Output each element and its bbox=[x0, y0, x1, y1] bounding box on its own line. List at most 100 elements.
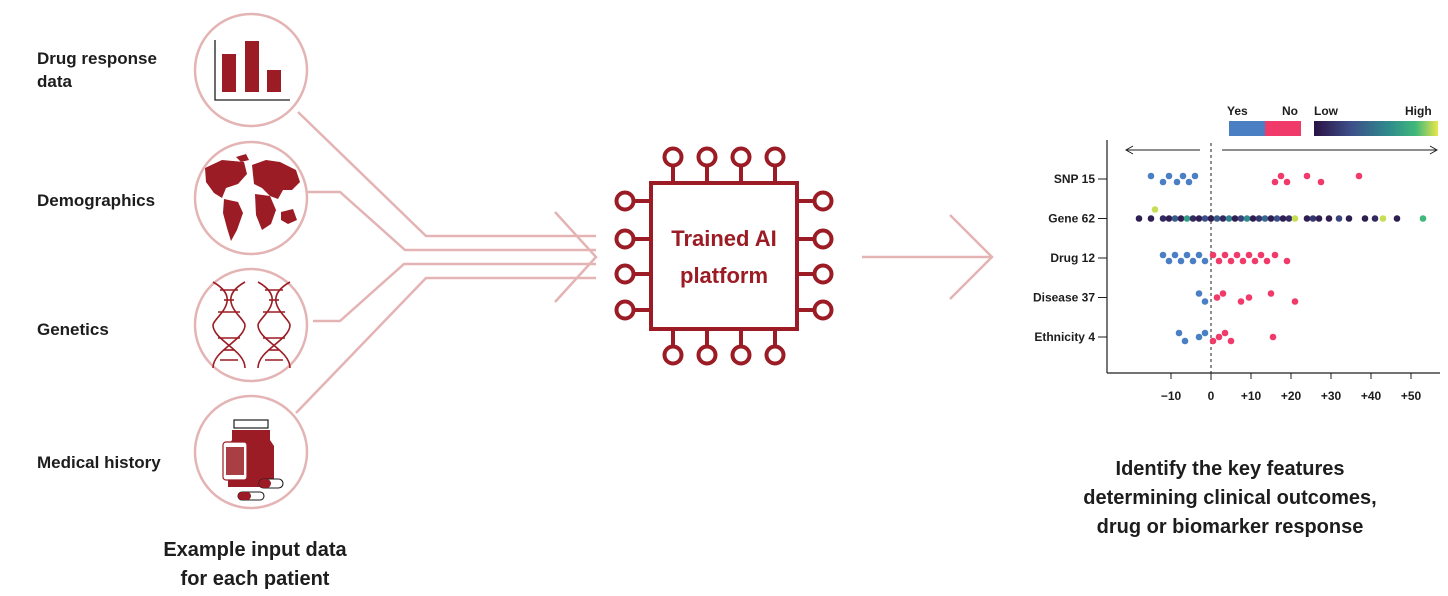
data-point bbox=[1371, 215, 1379, 222]
input-arrowhead bbox=[554, 211, 598, 303]
data-point bbox=[1135, 215, 1143, 222]
right-arrowhead bbox=[1429, 145, 1439, 155]
data-point bbox=[1303, 172, 1311, 180]
data-point bbox=[1345, 215, 1353, 222]
legend-yes-label: Yes bbox=[1227, 104, 1248, 118]
x-tick-label: +20 bbox=[1281, 389, 1302, 403]
data-point bbox=[1213, 294, 1221, 301]
data-point bbox=[1189, 215, 1197, 222]
data-point bbox=[1177, 215, 1185, 222]
bar-chart-icon bbox=[214, 40, 290, 101]
data-point bbox=[1355, 172, 1363, 180]
input-label-demographics: Demographics bbox=[37, 191, 156, 210]
data-point bbox=[1213, 215, 1221, 222]
input-label-medical-history: Medical history bbox=[37, 453, 161, 472]
data-point bbox=[1263, 257, 1271, 265]
data-point bbox=[1195, 290, 1203, 297]
data-point bbox=[1279, 215, 1287, 222]
connector-genetics bbox=[313, 262, 596, 323]
data-point bbox=[1215, 333, 1223, 341]
data-point bbox=[1317, 178, 1325, 186]
data-point bbox=[1285, 215, 1293, 222]
data-point bbox=[1309, 215, 1317, 222]
data-point bbox=[1237, 298, 1245, 305]
data-point bbox=[1173, 178, 1181, 186]
category-label: Gene 62 bbox=[1048, 212, 1095, 226]
globe-icon bbox=[205, 154, 300, 241]
x-tick-label: −10 bbox=[1161, 389, 1182, 403]
data-point bbox=[1171, 215, 1179, 222]
data-point bbox=[1165, 215, 1173, 222]
chip-label-line2: platform bbox=[680, 263, 768, 288]
data-point bbox=[1261, 215, 1269, 222]
category-label: SNP 15 bbox=[1054, 172, 1095, 186]
data-point bbox=[1249, 215, 1257, 222]
data-point bbox=[1147, 172, 1155, 180]
data-point bbox=[1165, 172, 1173, 180]
x-tick-label: +10 bbox=[1241, 389, 1262, 403]
data-point bbox=[1361, 215, 1369, 222]
data-point bbox=[1201, 329, 1209, 337]
data-point bbox=[1195, 215, 1203, 222]
data-point bbox=[1221, 329, 1229, 337]
data-point bbox=[1335, 215, 1343, 222]
x-tick-label: +40 bbox=[1361, 389, 1382, 403]
data-point bbox=[1185, 178, 1193, 186]
medicine-bottle-icon bbox=[222, 419, 284, 501]
data-point bbox=[1233, 251, 1241, 259]
data-point bbox=[1175, 329, 1183, 337]
data-point bbox=[1183, 251, 1191, 259]
left-arrowhead bbox=[1124, 145, 1134, 155]
data-point bbox=[1201, 298, 1209, 305]
data-point bbox=[1393, 215, 1401, 222]
input-label-genetics: Genetics bbox=[37, 320, 109, 339]
data-point bbox=[1225, 215, 1233, 222]
category-label: Disease 37 bbox=[1033, 291, 1095, 305]
data-point bbox=[1271, 178, 1279, 186]
data-point bbox=[1181, 337, 1189, 345]
legend-low-label: Low bbox=[1314, 104, 1339, 118]
connector-medical-history bbox=[295, 276, 596, 414]
feature-importance-chart: SNP 15 Gene 62 Drug 12 Disease 37 Ethnicity … bbox=[1033, 140, 1440, 403]
category-label: Drug 12 bbox=[1050, 251, 1095, 265]
data-point bbox=[1245, 294, 1253, 301]
ai-chip-icon bbox=[614, 146, 834, 366]
legend: Yes No Low High bbox=[1227, 104, 1438, 136]
data-point bbox=[1237, 215, 1245, 222]
connector-demographics bbox=[305, 190, 596, 252]
data-point bbox=[1183, 215, 1191, 222]
data-point bbox=[1269, 333, 1277, 341]
input-label-drug-response: Drug response data bbox=[37, 49, 157, 91]
input-connectors bbox=[295, 111, 994, 414]
output-arrowhead bbox=[949, 214, 994, 300]
legend-high-label: High bbox=[1405, 104, 1432, 118]
category-label: Ethnicity 4 bbox=[1034, 330, 1095, 344]
data-point bbox=[1209, 251, 1217, 259]
data-point bbox=[1165, 257, 1173, 265]
data-point bbox=[1189, 257, 1197, 265]
data-point bbox=[1171, 251, 1179, 259]
legend-yes-swatch bbox=[1229, 121, 1265, 136]
data-point bbox=[1283, 178, 1291, 186]
data-point bbox=[1219, 215, 1227, 222]
data-point bbox=[1159, 178, 1167, 186]
data-point bbox=[1195, 251, 1203, 259]
chip-label-line1: Trained AI bbox=[671, 226, 777, 251]
data-point bbox=[1255, 215, 1263, 222]
data-point bbox=[1159, 215, 1167, 222]
data-point bbox=[1267, 215, 1275, 222]
data-point bbox=[1315, 215, 1323, 222]
data-point bbox=[1251, 257, 1259, 265]
data-point bbox=[1177, 257, 1185, 265]
data-point bbox=[1419, 215, 1427, 222]
legend-no-label: No bbox=[1282, 104, 1298, 118]
x-tick-label: +30 bbox=[1321, 389, 1342, 403]
data-point bbox=[1215, 257, 1223, 265]
data-point bbox=[1191, 172, 1199, 180]
data-point bbox=[1221, 251, 1229, 259]
data-point bbox=[1239, 257, 1247, 265]
x-tick-label: 0 bbox=[1208, 389, 1215, 403]
connector-drug-response bbox=[297, 111, 596, 238]
data-point bbox=[1271, 251, 1279, 259]
